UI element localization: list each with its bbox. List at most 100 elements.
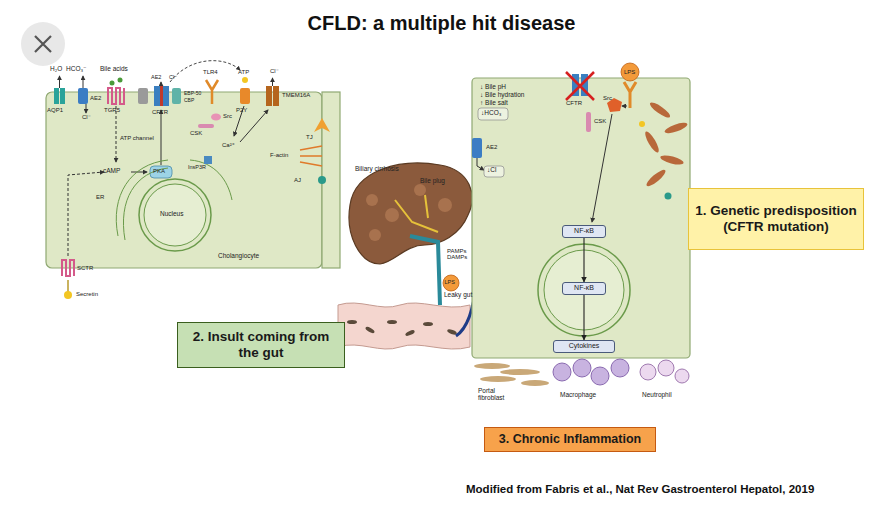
close-icon: [35, 36, 51, 52]
atp-channel: [138, 88, 148, 104]
bile-duct: [410, 236, 440, 305]
lps-particle: [639, 121, 645, 127]
part-label: Macrophage: [560, 392, 596, 399]
part-label: PAMPs DAMPs: [447, 248, 475, 261]
src-kinase: [211, 114, 221, 121]
nucleus: [544, 250, 624, 330]
atp-molecule: [242, 77, 248, 83]
flux-arrow: [86, 104, 87, 113]
pka-box: [150, 166, 172, 178]
part-label: Cl⁻: [270, 68, 279, 74]
part-label: CFTR: [152, 109, 168, 115]
bacterium: [664, 121, 689, 136]
aqp1-channel: [54, 88, 59, 104]
portal-fibroblast: [500, 369, 540, 375]
bacterium: [387, 320, 397, 324]
part-label: CSK: [190, 130, 202, 136]
cftr-channel: [154, 86, 160, 106]
macrophage: [553, 363, 571, 381]
neutrophil: [658, 360, 674, 376]
part-label: ATP: [238, 69, 249, 75]
part-label: Src: [603, 95, 612, 101]
bacterium: [347, 320, 357, 324]
part-label: TLR4: [203, 69, 218, 75]
signal-box: NF-κB: [562, 225, 606, 238]
bile-acid: [110, 81, 115, 86]
macrophage: [573, 359, 591, 377]
part-label: TGR5: [104, 107, 120, 113]
flux-arrow: [477, 158, 484, 170]
part-label: cAMP: [103, 168, 120, 175]
cftr-channel: [160, 86, 163, 106]
signal-arrow: [161, 110, 162, 165]
endoplasmic-reticulum: [116, 160, 232, 240]
gut-wall: [338, 303, 470, 349]
bacterium: [660, 154, 685, 167]
tlr4-receptor: [624, 82, 636, 108]
flow-arrow: [583, 295, 584, 340]
aqp1-channel: [60, 88, 65, 104]
signal-arrow: [116, 106, 117, 162]
csk-kinase: [198, 124, 214, 128]
hco3-box: [478, 108, 508, 120]
part-label: Cholangiocyte: [218, 253, 259, 260]
macrophage: [611, 359, 629, 377]
slide-title: CFLD: a multiple hit disease: [0, 12, 883, 35]
macrophage: [591, 367, 609, 385]
signal-arrow: [622, 106, 627, 107]
flux-arrow: [272, 78, 273, 86]
part-label: CFTR: [566, 100, 582, 106]
part-label: ER: [96, 194, 104, 200]
flux-arrow: [59, 76, 60, 88]
part-label: P2Y: [236, 107, 247, 113]
part-label: ↑ Bile salt: [480, 100, 508, 107]
signal-box: Cytokines: [553, 340, 615, 353]
part-label: TMEM16A: [282, 92, 310, 98]
part-label: PKA: [153, 168, 165, 174]
csk-kinase: [586, 112, 591, 132]
tmem16a-channel: [273, 86, 279, 106]
tgr5-receptor: [108, 88, 124, 104]
part-label: H₂O: [50, 66, 62, 73]
portal-fibroblast: [474, 363, 510, 369]
cftr-channel: [163, 86, 169, 106]
part-label: AJ: [294, 177, 301, 183]
signal-arrow: [240, 110, 268, 142]
bacterium: [645, 168, 668, 189]
part-label: AE2: [90, 95, 101, 101]
part-label: ↓Cl: [487, 167, 496, 174]
neutrophil: [675, 369, 689, 383]
part-label: LPS: [624, 69, 635, 75]
part-label: Biliary cirrhosis: [355, 166, 399, 173]
secretin-symbol: [64, 291, 72, 299]
tight-junction: [314, 118, 330, 132]
flux-arrow: [83, 76, 84, 88]
lps-particle: [665, 193, 672, 200]
part-label: F-actin: [270, 152, 288, 158]
part-label: LPS: [445, 280, 455, 286]
lps-symbol: [621, 63, 639, 81]
close-button: [21, 22, 65, 66]
hit-box: 1. Genetic predisposition (CFTR mutation…: [688, 188, 864, 250]
flow-arrow: [583, 238, 584, 282]
nucleus: [139, 179, 211, 251]
part-label: EBP-50: [184, 91, 201, 96]
nucleus: [144, 184, 206, 246]
portal-fibroblast: [480, 376, 516, 382]
part-label: ATP channel: [120, 135, 154, 141]
nucleus: [538, 244, 630, 336]
part-label: Secretin: [76, 291, 98, 297]
liver-nodule: [366, 194, 378, 206]
part-label: AE2: [151, 75, 161, 81]
node-text: 1. Genetic predisposition (CFTR mutation…: [693, 203, 859, 234]
part-label: Bile acids: [100, 66, 128, 73]
insp3r-receptor: [204, 156, 212, 164]
part-label: ↓ Bile pH: [480, 84, 506, 91]
part-label: TJ: [306, 134, 313, 140]
bacterium: [405, 329, 416, 337]
hit-box: 2. Insult coming from the gut: [177, 322, 345, 368]
hit-box: 3. Chronic Inflammation: [484, 427, 656, 452]
node-text: Cytokines: [569, 342, 600, 350]
signal-arrow: [170, 61, 240, 82]
